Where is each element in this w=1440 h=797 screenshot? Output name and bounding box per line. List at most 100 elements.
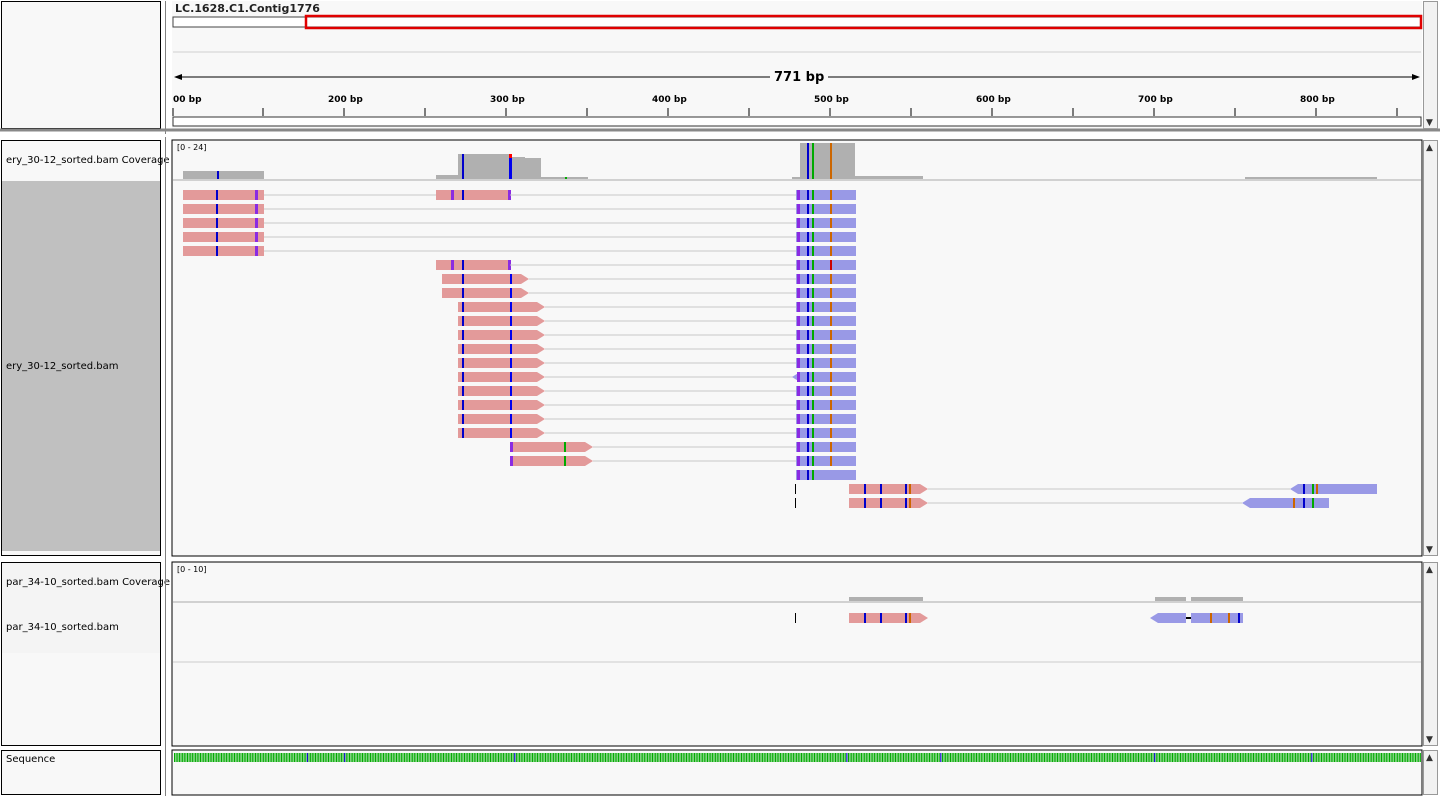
panel-divider[interactable] xyxy=(165,748,166,796)
sequence-base xyxy=(1202,753,1204,762)
sequence-base xyxy=(634,753,636,762)
scroll-down-icon[interactable]: ▼ xyxy=(1426,118,1433,128)
sequence-base xyxy=(423,753,425,762)
sequence-base xyxy=(575,753,577,762)
sequence-base xyxy=(706,753,709,762)
par-scrollbar[interactable]: ▲ ▼ xyxy=(1423,562,1438,746)
sequence-base xyxy=(1146,753,1148,762)
sequence-base xyxy=(702,753,704,762)
sequence-base xyxy=(1097,753,1099,762)
mismatch-mark xyxy=(812,442,814,452)
scroll-up-icon[interactable]: ▲ xyxy=(1426,143,1433,153)
sequence-base xyxy=(713,753,715,762)
sequence-base xyxy=(491,753,493,762)
sequence-base xyxy=(988,753,990,762)
sequence-base xyxy=(948,753,950,762)
sequence-base xyxy=(219,753,221,762)
read xyxy=(458,400,545,410)
sequence-base xyxy=(1076,753,1078,762)
sequence-base xyxy=(1285,753,1287,762)
sequence-base xyxy=(1089,753,1091,762)
read xyxy=(1242,498,1329,508)
sequence-base xyxy=(465,753,467,762)
sequence-base xyxy=(1332,753,1334,762)
sequence-base xyxy=(585,753,587,762)
sequence-base xyxy=(392,753,394,762)
ery-scrollbar[interactable]: ▲ ▼ xyxy=(1423,140,1438,556)
sequence-base xyxy=(1074,753,1076,762)
sequence-base xyxy=(766,753,769,762)
sequence-base xyxy=(240,753,242,762)
sequence-base xyxy=(580,753,582,762)
sequence-base xyxy=(867,753,869,762)
sequence-base xyxy=(1155,753,1157,762)
scroll-down-icon[interactable]: ▼ xyxy=(1426,545,1433,555)
mismatch-mark xyxy=(807,260,809,270)
insertion-mark xyxy=(797,302,800,312)
sequence-base xyxy=(332,753,334,762)
sequence-base xyxy=(787,753,790,762)
sequence-base xyxy=(903,753,905,762)
mismatch-mark xyxy=(564,442,566,452)
sequence-base xyxy=(418,753,420,762)
sequence-base xyxy=(415,753,417,762)
sequence-base xyxy=(569,753,571,762)
par-data-panel xyxy=(171,561,1423,747)
read xyxy=(796,274,856,284)
read xyxy=(796,470,856,480)
sequence-base xyxy=(708,753,710,762)
mismatch-mark xyxy=(807,470,809,480)
sequence-base xyxy=(549,753,551,762)
panel-divider[interactable] xyxy=(165,560,166,748)
sequence-base xyxy=(600,753,602,762)
sequence-base xyxy=(1346,753,1348,762)
current-locus-box xyxy=(304,14,1423,30)
sequence-base xyxy=(898,753,900,762)
scroll-down-icon[interactable]: ▼ xyxy=(1426,735,1433,745)
sequence-base xyxy=(1095,753,1097,762)
sequence-base xyxy=(1137,753,1139,762)
sequence-base xyxy=(820,753,822,762)
sequence-base xyxy=(1149,753,1151,762)
sequence-base xyxy=(1236,753,1238,762)
sequence-base xyxy=(214,753,216,762)
mismatch-mark xyxy=(830,344,832,354)
sequence-base xyxy=(1050,753,1052,762)
sequence-track-name[interactable]: Sequence xyxy=(6,754,56,765)
mismatch-mark xyxy=(807,302,809,312)
read xyxy=(436,260,510,270)
sequence-base xyxy=(256,753,258,762)
sequence-base xyxy=(726,753,728,762)
sequence-base xyxy=(1184,753,1186,762)
ery-coverage-track-name[interactable]: ery_30-12_sorted.bam Coverage xyxy=(6,155,170,166)
sequence-base xyxy=(1168,753,1170,762)
mismatch-mark xyxy=(807,372,809,382)
insertion-mark xyxy=(255,246,258,256)
sequence-base xyxy=(995,753,997,762)
mismatch-mark xyxy=(462,414,464,424)
par-reads-track-name[interactable]: par_34-10_sorted.bam xyxy=(6,622,119,633)
sequence-base xyxy=(773,753,775,762)
ruler-bottom-box xyxy=(172,116,1422,127)
sequence-base xyxy=(577,753,579,762)
sequence-base xyxy=(1133,753,1135,762)
scroll-up-icon[interactable]: ▲ xyxy=(1426,565,1433,575)
sequence-base xyxy=(679,753,681,762)
sequence-base xyxy=(860,753,862,762)
header-scrollbar[interactable]: ▼ xyxy=(1423,1,1438,129)
sequence-scrollbar[interactable]: ▲ xyxy=(1423,750,1438,795)
mismatch-mark xyxy=(807,386,809,396)
sequence-base xyxy=(1411,753,1413,762)
sequence-base xyxy=(222,753,224,762)
insertion-mark xyxy=(508,190,511,200)
mismatch-mark xyxy=(510,288,512,298)
mismatch-mark xyxy=(510,414,512,424)
sequence-base xyxy=(593,753,595,762)
par-coverage-track-name[interactable]: par_34-10_sorted.bam Coverage xyxy=(6,577,170,588)
panel-divider[interactable] xyxy=(165,137,166,560)
sequence-base xyxy=(297,753,299,762)
panel-divider[interactable] xyxy=(165,1,166,134)
scroll-up-icon[interactable]: ▲ xyxy=(1426,753,1433,763)
sequence-base xyxy=(439,753,441,762)
ery-reads-track-name[interactable]: ery_30-12_sorted.bam xyxy=(6,361,119,372)
